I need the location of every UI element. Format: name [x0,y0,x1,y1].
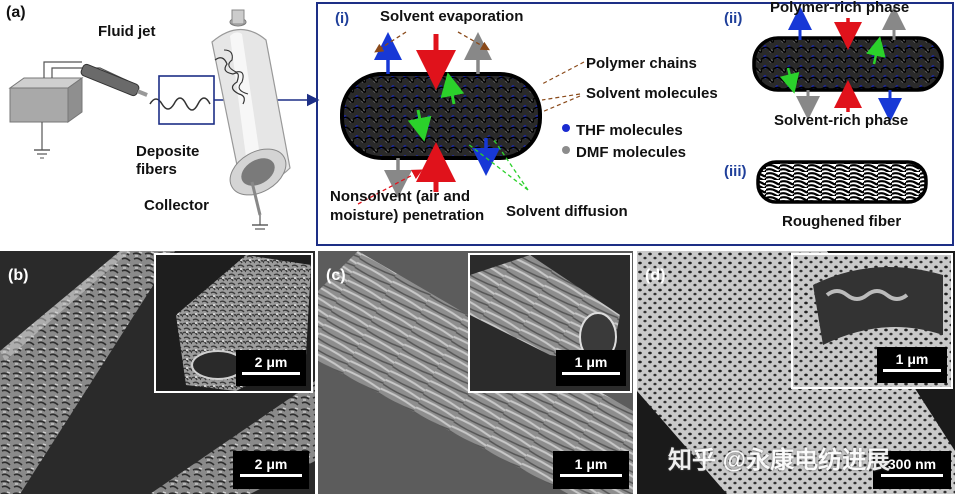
dmf-molecules-label: DMF molecules [576,144,687,161]
solvent-rich-phase-label: Solvent-rich phase [774,112,909,129]
collector-drum [211,9,291,230]
panel-b-letter: (b) [8,267,29,284]
sem-d-inset-scale-text: 1 μm [895,351,929,367]
panel-d-letter: (d) [645,267,666,284]
power-supply-front [9,87,69,123]
syringe-barrel [80,63,140,97]
solvent-evaporation-label: Solvent evaporation [380,8,524,25]
fluid-jet-spiral [149,97,211,111]
sem-panel-c: (c) 1 μm 1 μm [318,251,633,494]
sem-d-inset: 1 μm [791,253,953,389]
nonsolvent-label-line2: moisture) penetration [330,207,485,224]
sem-c-scale-text: 1 μm [574,456,608,472]
power-supply-side [67,77,83,123]
sem-panel-b: (b) 2 μm 2 μm [0,251,315,494]
dmf-legend-dot [562,146,570,154]
phase-separation-diagram [340,6,944,205]
electrospinning-setup-schematic [8,9,320,230]
stage-ii-label: (ii) [724,10,743,27]
solvent-diffusion-label: Solvent diffusion [506,203,628,220]
sem-b-scale-text: 2 μm [254,456,288,472]
deposite-label: Deposite [136,143,200,160]
stage-iii-label: (iii) [724,163,747,180]
sem-d-scalebar: 300 nm [873,451,951,489]
sem-b-inset: 2 μm [154,253,313,393]
stage-i-label: (i) [335,10,350,27]
roughened-fiber-label: Roughened fiber [782,213,902,230]
thf-molecules-label: THF molecules [576,122,683,139]
nonsolvent-label-line1: Nonsolvent (air and [330,188,471,205]
sem-c-inset-scale-text: 1 μm [574,354,608,370]
mechanism-frame [316,2,954,246]
fiber-stage-i [340,72,542,160]
sem-d-scale-text: 300 nm [887,456,937,472]
polymer-chains-label: Polymer chains [586,55,697,72]
fluid-jet-label: Fluid jet [98,23,156,40]
fiber-stage-ii [752,36,944,92]
sem-c-inset: 1 μm [468,253,632,393]
fibers-label: fibers [136,161,177,178]
sem-c-inset-scalebar: 1 μm [556,350,626,386]
polymer-rich-phase-label: Polymer-rich phase [770,0,910,16]
sem-b-inset-scale-text: 2 μm [254,354,288,370]
collector-label: Collector [144,197,210,214]
magnify-box [158,75,215,125]
sem-c-scalebar: 1 μm [553,451,629,489]
sem-b-scalebar: 2 μm [233,451,309,489]
zhihu-watermark: 知乎 @永康电纺进展 [668,447,891,474]
sem-d-inset-scalebar: 1 μm [877,347,947,383]
panel-c-letter: (c) [326,267,346,284]
solvent-molecules-label: Solvent molecules [586,85,718,102]
panel-a-letter: (a) [6,4,26,21]
fiber-stage-iii [756,160,928,204]
thf-legend-dot [562,124,570,132]
sem-panel-d: (d) 1 μm 300 nm [637,251,955,494]
sem-b-inset-scalebar: 2 μm [236,350,306,386]
